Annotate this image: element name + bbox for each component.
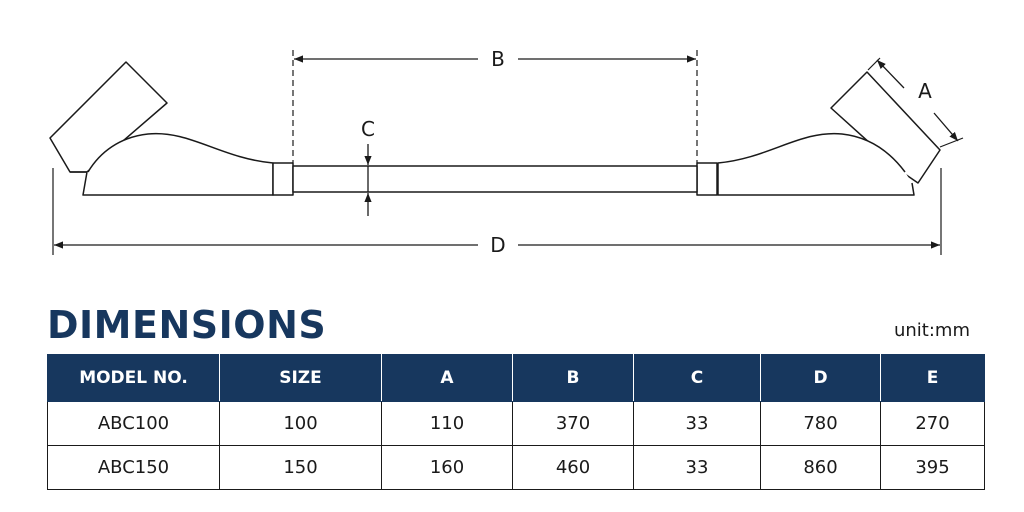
cell-e: 270 bbox=[880, 401, 985, 446]
header-b: B bbox=[512, 354, 634, 402]
cell-model-no: ABC150 bbox=[47, 445, 220, 490]
cell-size: 150 bbox=[219, 445, 382, 490]
table-row: ABC150 150 160 460 33 860 395 bbox=[47, 445, 985, 490]
unit-label: unit:mm bbox=[893, 320, 970, 341]
cell-e: 395 bbox=[880, 445, 985, 490]
header-e: E bbox=[880, 354, 985, 402]
table-row: ABC100 100 110 370 33 780 270 bbox=[47, 401, 985, 446]
central-tube bbox=[292, 165, 698, 193]
cell-d: 860 bbox=[760, 445, 881, 490]
header-c: C bbox=[633, 354, 761, 402]
header-size: SIZE bbox=[219, 354, 382, 402]
cell-a: 160 bbox=[381, 445, 513, 490]
cell-c: 33 bbox=[633, 445, 761, 490]
cell-a: 110 bbox=[381, 401, 513, 446]
cell-d: 780 bbox=[760, 401, 881, 446]
label-c: C bbox=[361, 117, 375, 141]
header-a: A bbox=[381, 354, 513, 402]
label-a: A bbox=[918, 79, 932, 103]
header-model-no: MODEL NO. bbox=[47, 354, 220, 402]
label-d: D bbox=[490, 233, 505, 257]
cell-model-no: ABC100 bbox=[47, 401, 220, 446]
right-fitting-body bbox=[717, 132, 915, 196]
left-end-fitting bbox=[49, 61, 274, 196]
left-fitting-body bbox=[82, 132, 274, 196]
dim-line-a-upper bbox=[876, 59, 905, 89]
left-pipe-socket bbox=[49, 61, 168, 173]
right-coupler bbox=[696, 162, 718, 196]
cell-b: 370 bbox=[512, 401, 634, 446]
table-header-row: MODEL NO. SIZE A B C D E bbox=[47, 354, 985, 402]
header-d: D bbox=[760, 354, 881, 402]
label-b: B bbox=[491, 47, 505, 71]
cell-size: 100 bbox=[219, 401, 382, 446]
dimensions-table: MODEL NO. SIZE A B C D E ABC100 100 110 … bbox=[47, 354, 985, 490]
right-end-fitting bbox=[717, 71, 941, 196]
section-title: DIMENSIONS bbox=[47, 303, 327, 347]
technical-drawing: B D C A bbox=[49, 47, 964, 257]
cell-b: 460 bbox=[512, 445, 634, 490]
dim-line-a-lower bbox=[933, 112, 959, 142]
cell-c: 33 bbox=[633, 401, 761, 446]
left-coupler bbox=[272, 162, 294, 196]
